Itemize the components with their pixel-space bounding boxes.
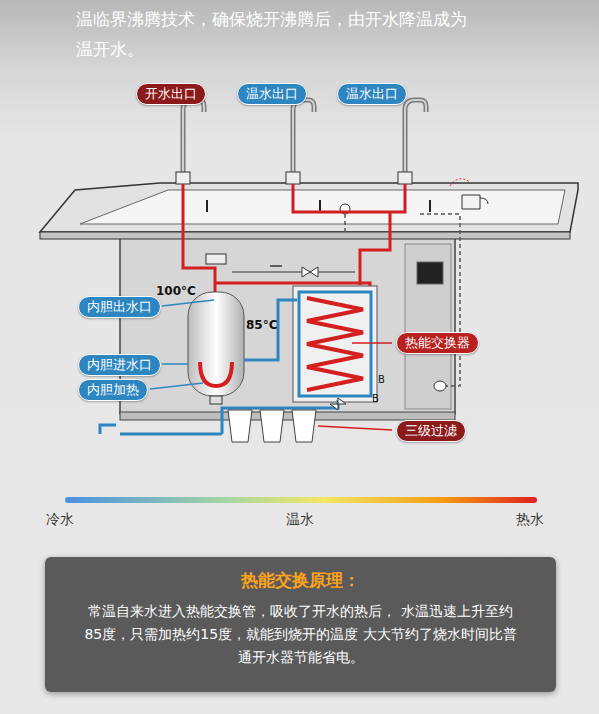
- node-heading: 开水出口: [145, 86, 197, 101]
- label-pill: 温水出口: [337, 83, 407, 105]
- exchanger-tube: [299, 292, 371, 396]
- faucet-bases: [176, 172, 412, 184]
- node-heading: 热能交换原理：: [65, 569, 536, 592]
- cabinet-side: [405, 244, 451, 409]
- faucets: [183, 100, 426, 180]
- node-heading: 温水出口: [346, 86, 398, 101]
- label-pill: 三级过滤: [396, 420, 466, 442]
- label-pill: 内胆加热: [78, 379, 148, 401]
- label-text: B: [378, 374, 385, 385]
- label-text: 热水: [516, 511, 544, 529]
- label-pill: 热能交换器: [396, 332, 479, 354]
- heading-text: 温临界沸腾技术，确保烧开沸腾后，由开水降温成为 温开水。: [76, 4, 486, 64]
- heat-exchanger-case: [293, 286, 377, 402]
- inner-tank: [188, 292, 244, 396]
- tank-cap: [206, 254, 226, 264]
- drain-slots: [207, 200, 430, 212]
- cabinet: [120, 238, 455, 414]
- drain-outlet: [434, 381, 446, 391]
- tank-fitting: [210, 396, 222, 404]
- label-text: 85°C: [246, 318, 278, 332]
- heating-element: [200, 362, 232, 386]
- label-text: 100°C: [156, 284, 196, 298]
- node-heading: 内胆加热: [87, 382, 139, 397]
- info-panel: 热能交换原理： 常温自来水进入热能交换管，吸收了开水的热后， 水温迅速上升至约85…: [45, 557, 556, 692]
- leader-lines: [150, 300, 392, 430]
- node-body: 常温自来水进入热能交换管，吸收了开水的热后， 水温迅速上升至约85度，只需加热约…: [81, 600, 521, 669]
- temperature-bar: [65, 497, 537, 503]
- counter-lip: [40, 232, 570, 239]
- label-pill: 内胆进水口: [78, 354, 161, 376]
- kettle-tap: [450, 179, 488, 209]
- control-box: [417, 262, 443, 284]
- label-text: 温水: [286, 511, 314, 529]
- label-pill: 温水出口: [237, 83, 307, 105]
- heat-coil: [307, 298, 363, 390]
- node-heading: 内胆出水口: [87, 299, 152, 314]
- inlet-valve: [330, 398, 346, 410]
- node-heading: 内胆进水口: [87, 357, 152, 372]
- cabinet-base: [120, 412, 455, 420]
- node-heading: 三级过滤: [405, 423, 457, 438]
- filters: [228, 410, 316, 442]
- label-pill: 内胆出水口: [78, 296, 161, 318]
- bypass-line: [232, 272, 355, 273]
- node-heading: 热能交换器: [405, 335, 470, 350]
- label-pill: 开水出口: [136, 83, 206, 105]
- label-text: 冷水: [46, 511, 74, 529]
- node-heading: 温水出口: [246, 86, 298, 101]
- valve-mark: [270, 265, 282, 267]
- sink-basin: [80, 190, 565, 224]
- label-text: B: [372, 393, 379, 404]
- hot-pipes: [183, 184, 405, 292]
- sink-counter: [40, 183, 578, 232]
- valve: [302, 267, 318, 277]
